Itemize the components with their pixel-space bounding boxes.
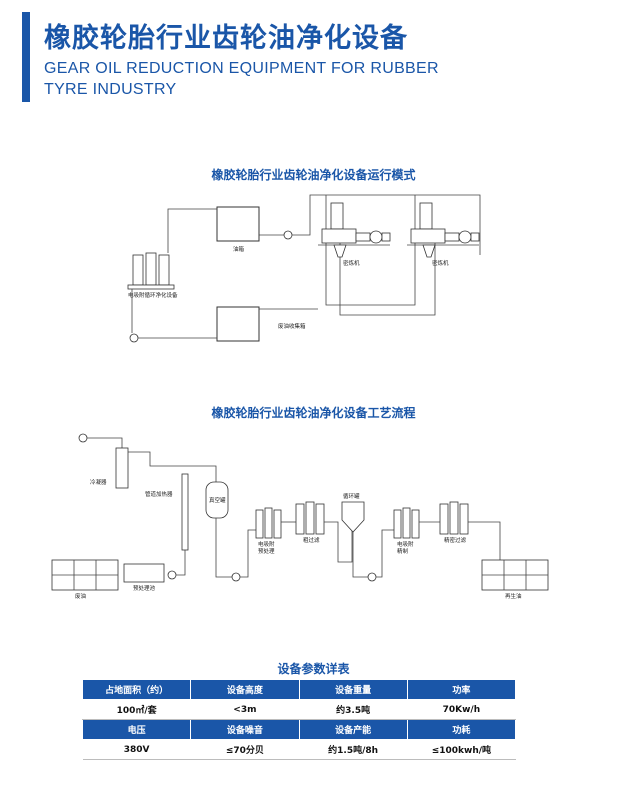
mixer-2 xyxy=(407,202,480,258)
pretreat-pool xyxy=(123,563,165,583)
params-header-row: 占地面积（约）设备高度设备重量功率 xyxy=(81,679,517,700)
params-value-cell: 约3.5吨 xyxy=(299,699,408,720)
pipe xyxy=(128,451,217,482)
params-value-cell: 100㎡/套 xyxy=(82,699,191,720)
pipe xyxy=(215,564,232,578)
circ-tank-label: 循环罐 xyxy=(343,492,360,500)
title-accent-bar xyxy=(22,12,30,102)
pipe xyxy=(352,532,368,578)
params-value-cell: ≤70分贝 xyxy=(190,739,299,760)
oil-box-label: 油箱 xyxy=(233,245,245,253)
params-value-cell: ≤100kwh/吨 xyxy=(407,739,516,760)
fine-filter-label: 精密过滤 xyxy=(444,536,467,544)
params-header-cell: 设备重量 xyxy=(298,679,408,700)
pipe xyxy=(292,194,481,255)
params-value-cell: <3m xyxy=(190,699,299,720)
params-header-cell: 功耗 xyxy=(406,719,517,740)
process-diagram-title: 橡胶轮胎行业齿轮油净化设备工艺流程 xyxy=(211,406,416,420)
params-value-cell: 约1.5吨/8h xyxy=(299,739,408,760)
pipe xyxy=(324,520,353,563)
params-header-row: 电压设备噪音设备产能功耗 xyxy=(81,719,517,740)
pump-icon xyxy=(167,570,177,580)
pipe xyxy=(167,208,217,253)
pump-icon xyxy=(283,230,293,240)
params-value-cell: 70Kw/h xyxy=(407,699,516,720)
params-title: 设备参数详表 xyxy=(277,662,350,676)
params-header-cell: 设备产能 xyxy=(298,719,408,740)
pump-icon xyxy=(367,572,377,582)
mixer-2-label: 密炼机 xyxy=(432,259,449,267)
purifier-label: 电吸附循环净化设备 xyxy=(128,291,178,299)
mixer-1 xyxy=(318,202,391,258)
pipe xyxy=(376,529,394,578)
params-value-row: 380V≤70分贝约1.5吨/8h≤100kwh/吨 xyxy=(82,739,516,760)
fine-adsorb-label: 电吸附精制 xyxy=(397,540,414,555)
pre-adsorb-unit xyxy=(255,507,282,539)
process-diagram: 冷凝器 管道加热器 真空罐 废油 预处理池 电吸附预处理 粗过滤 循环罐 xyxy=(51,433,549,600)
page-subtitle: GEAR OIL REDUCTION EQUIPMENT FOR RUBBER … xyxy=(44,60,439,98)
params-header-cell: 电压 xyxy=(81,719,192,740)
mode-diagram-title: 橡胶轮胎行业齿轮油净化设备运行模式 xyxy=(211,168,416,182)
circulation-tank xyxy=(341,501,365,533)
mixer-1-label: 密炼机 xyxy=(343,259,360,267)
params-header-cell: 设备噪音 xyxy=(190,719,300,740)
page-title: 橡胶轮胎行业齿轮油净化设备 xyxy=(44,23,408,54)
oil-box xyxy=(216,206,260,242)
waste-tank-label: 废油收集箱 xyxy=(278,322,306,330)
vacuum-tank-label: 真空罐 xyxy=(209,496,226,504)
waste-oil-tank xyxy=(216,306,260,342)
purifier-unit xyxy=(127,252,175,290)
heater-label: 管道加热器 xyxy=(145,490,173,498)
pipe xyxy=(87,437,123,448)
pipe xyxy=(325,195,416,306)
pipe xyxy=(176,550,186,576)
params-value-cell: 380V xyxy=(82,739,191,760)
pump-icon xyxy=(129,333,139,343)
vacuum-tank xyxy=(205,481,229,519)
regen-oil-label: 再生油 xyxy=(505,592,522,600)
regen-oil-tanks xyxy=(481,559,549,591)
pump-icon xyxy=(78,433,88,443)
pipeline-heater xyxy=(181,473,189,551)
params-header-cell: 功率 xyxy=(406,679,517,700)
pipe xyxy=(240,529,256,578)
params-header-cell: 占地面积（约） xyxy=(81,679,192,700)
coarse-filter-label: 粗过滤 xyxy=(303,536,320,544)
mode-diagram: 油箱 密炼机 密炼机 电吸附循环净化设备 废油收集箱 xyxy=(127,194,481,343)
cooler-label: 冷凝器 xyxy=(90,478,107,486)
waste-oil-label: 废油 xyxy=(75,592,87,600)
cooler xyxy=(115,447,129,489)
pre-adsorb-label: 电吸附预处理 xyxy=(258,540,275,555)
waste-oil-tanks xyxy=(51,559,119,591)
params-header-cell: 设备高度 xyxy=(190,679,300,700)
coarse-filter xyxy=(295,501,325,535)
fine-adsorb-unit xyxy=(393,507,420,539)
pipe xyxy=(339,235,436,316)
pipe xyxy=(468,521,501,560)
pump-icon xyxy=(231,572,241,582)
pre-pool-label: 预处理池 xyxy=(133,584,156,592)
fine-filter xyxy=(439,501,469,535)
